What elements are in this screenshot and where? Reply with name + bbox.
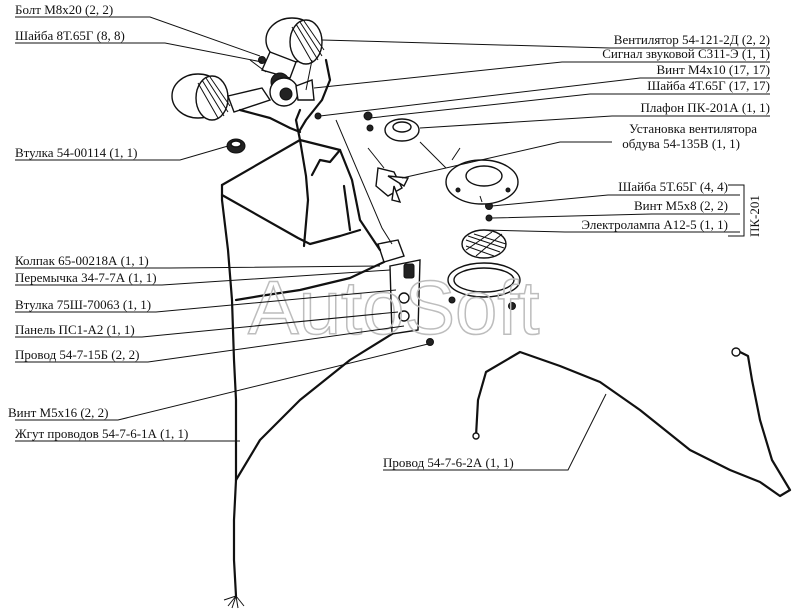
horn-signal — [269, 77, 315, 107]
guide-lines — [335, 119, 483, 245]
label-plafon: Плафон ПК-201А (1, 1) — [641, 100, 770, 115]
fan-left — [171, 73, 272, 121]
label-bolt: Болт М8х20 (2, 2) — [15, 2, 113, 17]
label-fan-unit-line1: Установка вентилятора — [629, 121, 757, 136]
label-lamp: Электролампа А12-5 (1, 1) — [581, 217, 728, 232]
watermark: AutoSoft — [248, 266, 540, 351]
wire-harness — [220, 58, 394, 609]
label-harness: Жгут проводов 54-7-6-1А (1, 1) — [15, 426, 188, 441]
label-washer-4: Шайба 4Т.65Г (17, 17) — [647, 78, 770, 93]
blower-fan-unit — [367, 147, 410, 204]
wire-54-7-6-2a — [472, 347, 792, 498]
label-screw-m4: Винт М4х10 (17, 17) — [657, 62, 770, 77]
label-jumper: Перемычка 34-7-7А (1, 1) — [15, 270, 157, 285]
label-panel: Панель ПС1-А2 (1, 1) — [15, 322, 135, 337]
label-group-pk201: ПК-201 — [747, 195, 762, 237]
label-cap: Колпак 65-00218А (1, 1) — [15, 253, 149, 268]
label-wire-62a: Провод 54-7-6-2А (1, 1) — [383, 455, 514, 470]
label-bushing-1: Втулка 54-00114 (1, 1) — [15, 145, 138, 160]
label-bushing-2: Втулка 75Ш-70063 (1, 1) — [15, 297, 151, 312]
label-fan: Вентилятор 54-121-2Д (2, 2) — [614, 32, 770, 47]
label-screw-m5x16: Винт М5х16 (2, 2) — [8, 405, 108, 420]
label-fan-unit-line2: обдува 54-135В (1, 1) — [622, 136, 740, 151]
bushing-1 — [226, 138, 246, 154]
label-washer-5: Шайба 5Т.65Г (4, 4) — [618, 179, 728, 194]
label-screw-m5x8: Винт М5х8 (2, 2) — [634, 198, 728, 213]
fan-top — [261, 17, 325, 92]
labels: Болт М8х20 (2, 2) Шайба 8Т.65Г (8, 8) Ве… — [8, 2, 770, 470]
switch-panel — [377, 239, 421, 335]
label-washer-8: Шайба 8Т.65Г (8, 8) — [15, 28, 125, 43]
label-wire-15b: Провод 54-7-15Б (2, 2) — [15, 347, 139, 362]
label-signal: Сигнал звуковой С311-Э (1, 1) — [602, 46, 770, 61]
plafon-assembly — [384, 118, 521, 298]
leader-lines — [15, 16, 770, 471]
